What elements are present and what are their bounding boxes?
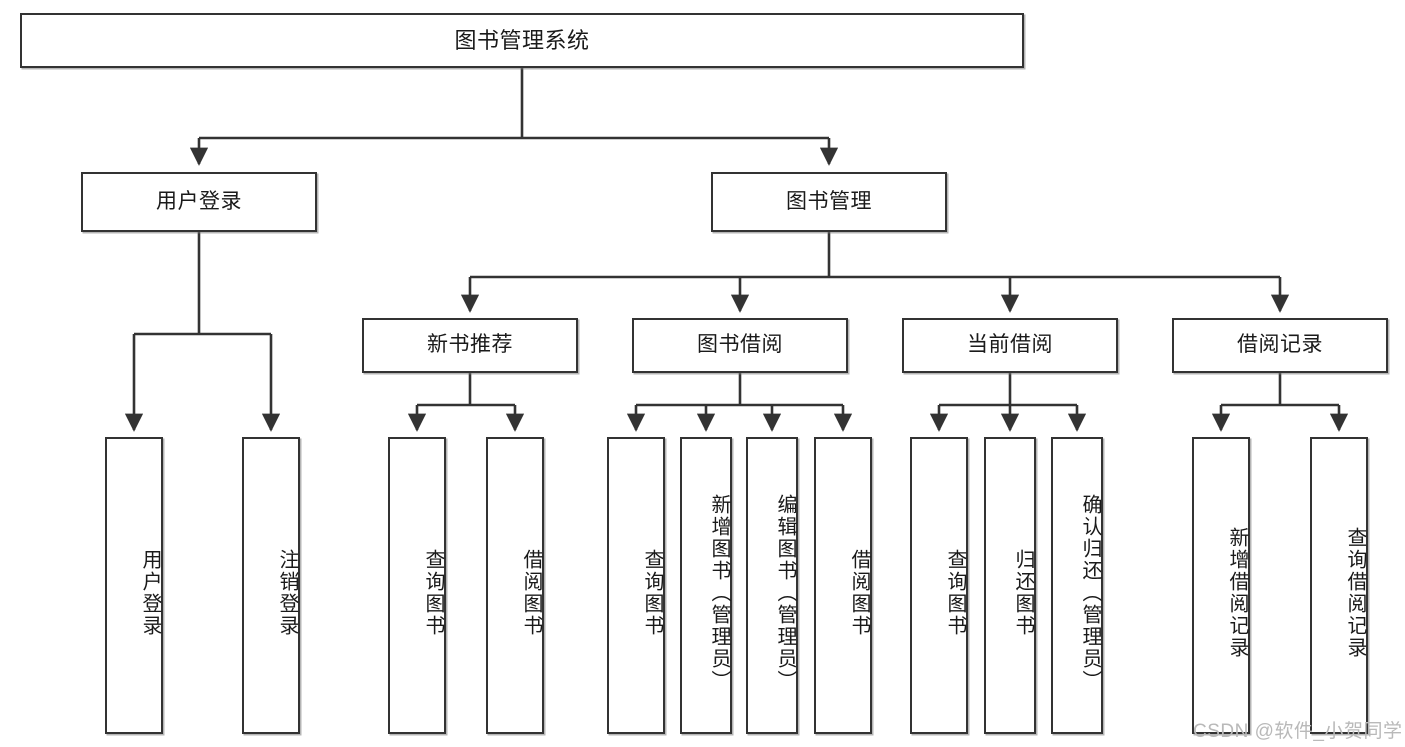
leaf-label: 借阅图书 (848, 548, 870, 637)
leaf-node-confirm-return-admin[interactable]: 确认归还（管理员） (1051, 437, 1103, 734)
node-user-login[interactable]: 用户登录 (81, 172, 317, 232)
node-current-borrow[interactable]: 当前借阅 (902, 318, 1118, 373)
leaf-label: 查询图书 (422, 548, 444, 637)
node-borrow-record-label: 借阅记录 (1237, 333, 1323, 357)
leaf-label: 查询借阅记录 (1344, 526, 1366, 659)
leaf-node-recommend-borrow-book[interactable]: 借阅图书 (486, 437, 544, 734)
node-root-label: 图书管理系统 (454, 27, 590, 53)
leaf-node-add-borrow-record[interactable]: 新增借阅记录 (1192, 437, 1250, 734)
leaf-label: 注销登录 (276, 548, 298, 637)
node-book-borrow-label: 图书借阅 (697, 333, 783, 357)
leaf-label: 归还图书 (1012, 548, 1034, 637)
leaf-label: 查询图书 (641, 548, 663, 637)
leaf-node-query-borrow-record[interactable]: 查询借阅记录 (1310, 437, 1368, 734)
leaf-node-return-book[interactable]: 归还图书 (984, 437, 1036, 734)
leaf-label: 借阅图书 (520, 548, 542, 637)
leaf-node-borrow-query-book[interactable]: 查询图书 (607, 437, 665, 734)
node-new-book-recommend[interactable]: 新书推荐 (362, 318, 578, 373)
node-new-book-recommend-label: 新书推荐 (427, 333, 513, 357)
leaf-label: 确认归还（管理员） (1079, 493, 1101, 692)
node-borrow-record[interactable]: 借阅记录 (1172, 318, 1388, 373)
watermark: CSDN @软件_小贺同学 (1193, 721, 1403, 742)
leaf-node-borrow-book[interactable]: 借阅图书 (814, 437, 872, 734)
leaf-node-add-book-admin[interactable]: 新增图书（管理员） (680, 437, 732, 734)
node-book-manage[interactable]: 图书管理 (711, 172, 947, 232)
node-current-borrow-label: 当前借阅 (967, 333, 1053, 357)
leaf-node-user-login[interactable]: 用户登录 (105, 437, 163, 734)
leaf-label: 用户登录 (139, 548, 161, 637)
leaf-node-current-query-book[interactable]: 查询图书 (910, 437, 968, 734)
node-book-borrow[interactable]: 图书借阅 (632, 318, 848, 373)
leaf-label: 新增借阅记录 (1226, 526, 1248, 659)
node-user-login-label: 用户登录 (156, 189, 242, 213)
node-book-manage-label: 图书管理 (786, 189, 872, 213)
leaf-node-edit-book-admin[interactable]: 编辑图书（管理员） (746, 437, 798, 734)
leaf-label: 新增图书（管理员） (708, 493, 730, 692)
node-root[interactable]: 图书管理系统 (20, 13, 1024, 68)
leaf-node-logout-login[interactable]: 注销登录 (242, 437, 300, 734)
leaf-label: 查询图书 (944, 548, 966, 637)
leaf-node-recommend-query-book[interactable]: 查询图书 (388, 437, 446, 734)
leaf-label: 编辑图书（管理员） (774, 493, 796, 692)
